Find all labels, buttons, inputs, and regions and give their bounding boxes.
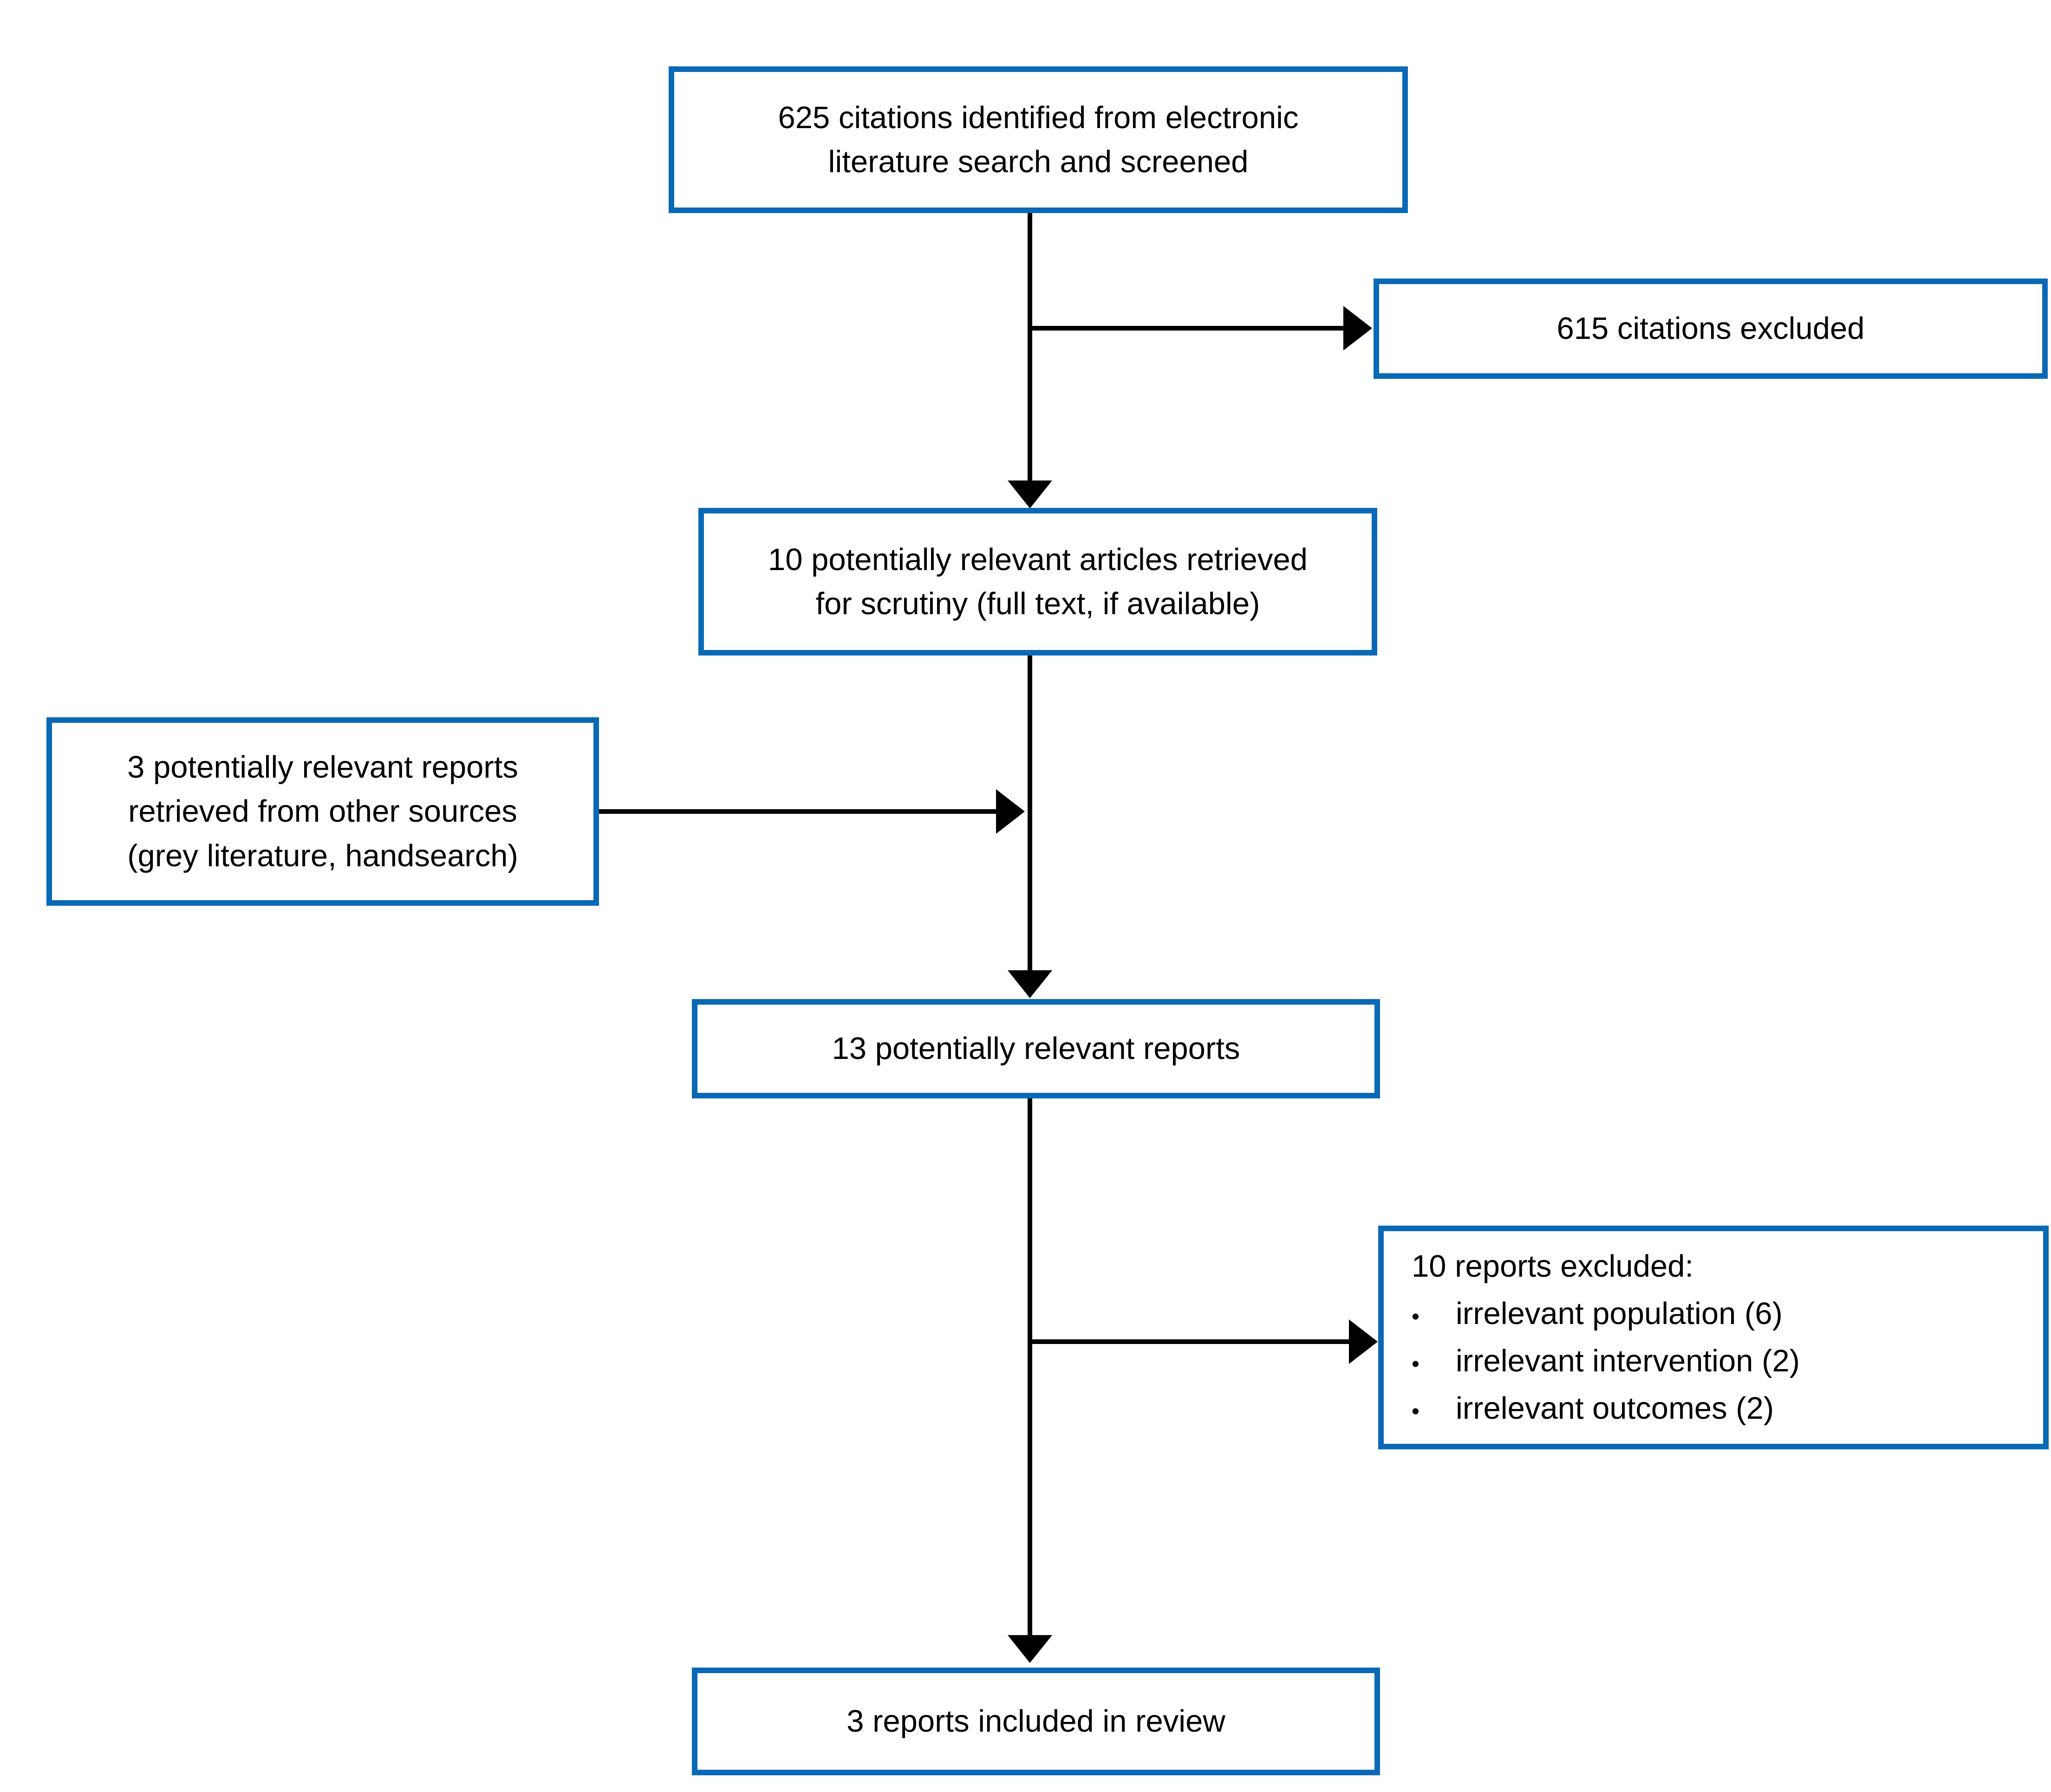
node-articles-retrieved: 10 potentially relevant articles retriev… xyxy=(698,508,1377,656)
excluded-reason-row: • irrelevant intervention (2) xyxy=(1412,1338,1800,1385)
excluded-reason-intervention: irrelevant intervention (2) xyxy=(1456,1344,1800,1378)
arrow-identified-to-retrieved-arrowhead xyxy=(1008,480,1052,508)
bullet-dot-icon: • xyxy=(1412,1351,1419,1376)
node-potentially-relevant-reports: 13 potentially relevant reports xyxy=(692,999,1380,1098)
node-citations-identified-label: 625 citations identified from electronic… xyxy=(778,100,1299,179)
node-articles-retrieved-label: 10 potentially relevant articles retriev… xyxy=(768,542,1308,621)
node-reports-included: 3 reports included in review xyxy=(692,1668,1380,1775)
arrow-combined-to-included-line xyxy=(1028,1098,1032,1636)
node-potentially-relevant-reports-label: 13 potentially relevant reports xyxy=(832,1031,1240,1066)
node-reports-excluded: 10 reports excluded: • irrelevant popula… xyxy=(1378,1226,2049,1449)
node-citations-excluded: 615 citations excluded xyxy=(1374,279,2048,379)
node-other-sources-label: 3 potentially relevant reports retrieved… xyxy=(127,750,518,873)
arrow-other-sources-arrowhead xyxy=(996,789,1025,834)
arrow-to-reports-excluded-line xyxy=(1030,1339,1349,1344)
node-reports-excluded-title: 10 reports excluded: xyxy=(1412,1249,1694,1284)
node-reports-included-label: 3 reports included in review xyxy=(846,1704,1225,1739)
excluded-reason-row: • irrelevant population (6) xyxy=(1412,1290,1783,1338)
excluded-reason-row: • irrelevant outcomes (2) xyxy=(1412,1385,1774,1432)
arrow-identified-to-retrieved-line xyxy=(1028,213,1032,481)
arrow-retrieved-to-combined-arrowhead xyxy=(1008,970,1052,998)
arrow-other-sources-line xyxy=(599,809,996,814)
node-other-sources: 3 potentially relevant reports retrieved… xyxy=(46,717,599,906)
bullet-dot-icon: • xyxy=(1412,1304,1419,1330)
node-citations-identified: 625 citations identified from electronic… xyxy=(669,66,1408,213)
bullet-dot-icon: • xyxy=(1412,1398,1419,1424)
arrow-to-citations-excluded-line xyxy=(1030,326,1344,331)
excluded-reason-population: irrelevant population (6) xyxy=(1456,1296,1783,1331)
arrow-combined-to-included-arrowhead xyxy=(1008,1635,1052,1663)
arrow-retrieved-to-combined-line xyxy=(1028,656,1032,971)
arrow-to-citations-excluded-arrowhead xyxy=(1343,306,1372,351)
excluded-reason-outcomes: irrelevant outcomes (2) xyxy=(1456,1390,1774,1426)
node-citations-excluded-label: 615 citations excluded xyxy=(1556,311,1865,346)
arrow-to-reports-excluded-arrowhead xyxy=(1349,1319,1378,1364)
